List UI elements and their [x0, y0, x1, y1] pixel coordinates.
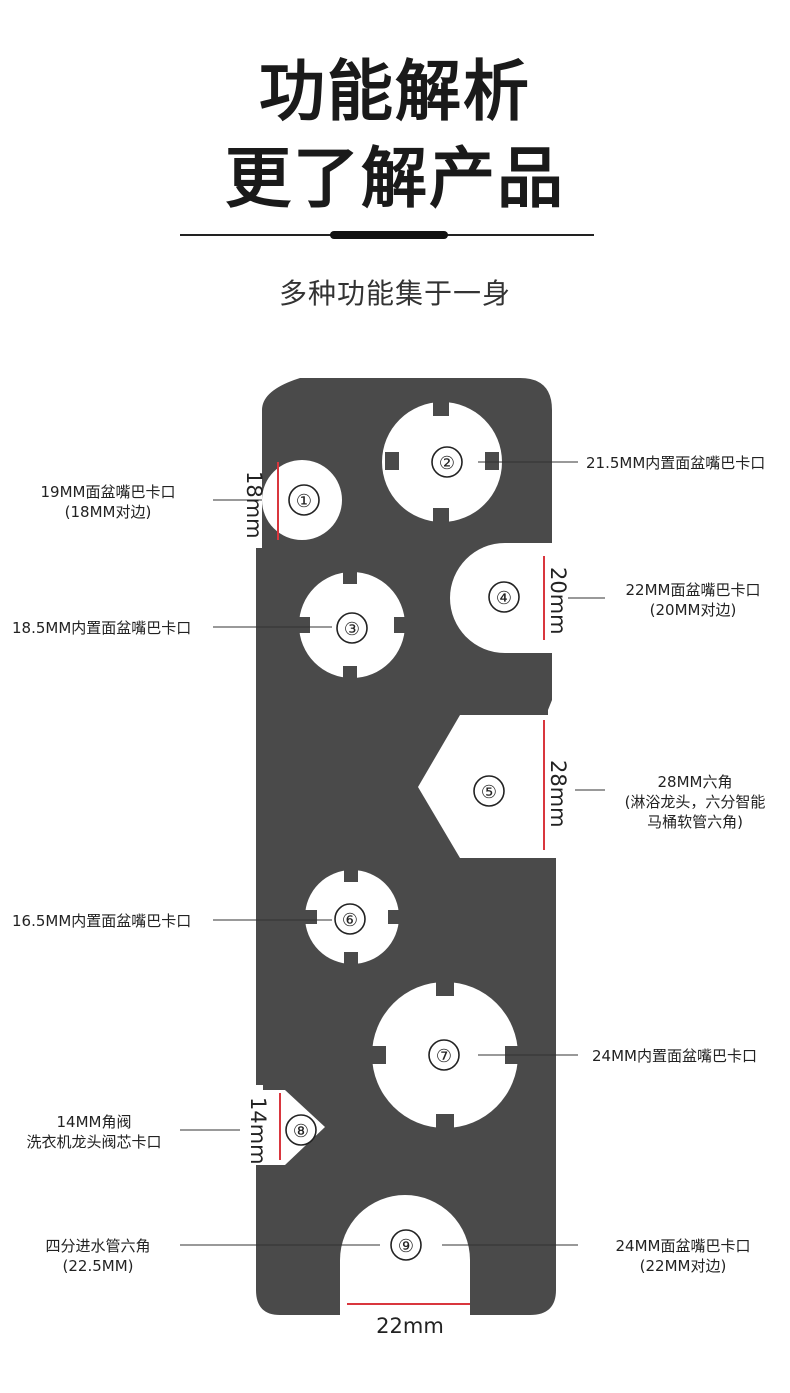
leader-lines — [180, 461, 605, 1246]
label-5-line-3: 马桶软管六角) — [647, 813, 743, 831]
label-6: 16.5MM内置面盆嘴巴卡口 — [12, 912, 192, 930]
label-1-line-2: (18MM对边) — [64, 503, 152, 521]
label-8-line-2: 洗衣机龙头阀芯卡口 — [26, 1133, 162, 1151]
marker-numbers: ① ② ③ ④ ⑤ ⑥ ⑦ ⑧ ⑨ — [293, 453, 512, 1257]
page-title-line-2: 更了解产品 — [225, 140, 565, 217]
marker-8: ⑧ — [293, 1121, 309, 1142]
dimension-20mm: 20mm — [546, 567, 570, 635]
label-9b-line-1: 24MM面盆嘴巴卡口 — [615, 1237, 751, 1255]
label-4-line-2: (20MM对边) — [649, 601, 737, 619]
marker-circles — [285, 446, 520, 1261]
label-3: 18.5MM内置面盆嘴巴卡口 — [12, 619, 192, 637]
label-5-line-2: (淋浴龙头，六分智能 — [624, 793, 766, 811]
marker-7: ⑦ — [436, 1046, 452, 1067]
label-1-line-1: 19MM面盆嘴巴卡口 — [40, 483, 176, 501]
label-8: 14MM角阀 洗衣机龙头阀芯卡口 — [14, 1112, 174, 1152]
marker-5: ⑤ — [481, 782, 497, 803]
wrench-body — [256, 378, 556, 1315]
marker-1: ① — [296, 491, 312, 512]
label-4-line-1: 22MM面盆嘴巴卡口 — [625, 581, 761, 599]
label-1: 19MM面盆嘴巴卡口 (18MM对边) — [18, 482, 198, 522]
marker-6: ⑥ — [342, 910, 358, 931]
dimension-28mm: 28mm — [546, 760, 570, 828]
dimension-14mm: 14mm — [246, 1097, 270, 1165]
label-7: 24MM内置面盆嘴巴卡口 — [592, 1047, 757, 1065]
marker-2: ② — [439, 453, 455, 474]
label-9a-line-2: (22.5MM) — [62, 1257, 134, 1275]
dimension-22mm: 22mm — [376, 1314, 444, 1338]
label-9b: 24MM面盆嘴巴卡口 (22MM对边) — [598, 1236, 768, 1276]
label-4: 22MM面盆嘴巴卡口 (20MM对边) — [608, 580, 778, 620]
spline-teeth — [298, 402, 519, 1128]
label-9a: 四分进水管六角 (22.5MM) — [28, 1236, 168, 1276]
label-9a-line-1: 四分进水管六角 — [45, 1237, 151, 1255]
page-subtitle: 多种功能集于一身 — [278, 277, 511, 310]
marker-9: ⑨ — [398, 1236, 414, 1257]
page-title-line-1: 功能解析 — [259, 53, 531, 130]
label-2: 21.5MM内置面盆嘴巴卡口 — [586, 454, 766, 472]
marker-4: ④ — [496, 588, 512, 609]
label-5-line-1: 28MM六角 — [657, 773, 733, 791]
title-divider-accent — [330, 231, 448, 239]
dimension-lines — [277, 462, 545, 1305]
dimension-18mm: 18mm — [242, 471, 266, 539]
label-9b-line-2: (22MM对边) — [639, 1257, 727, 1275]
label-5: 28MM六角 (淋浴龙头，六分智能 马桶软管六角) — [610, 772, 780, 832]
marker-3: ③ — [344, 619, 360, 640]
label-8-line-1: 14MM角阀 — [56, 1113, 132, 1131]
